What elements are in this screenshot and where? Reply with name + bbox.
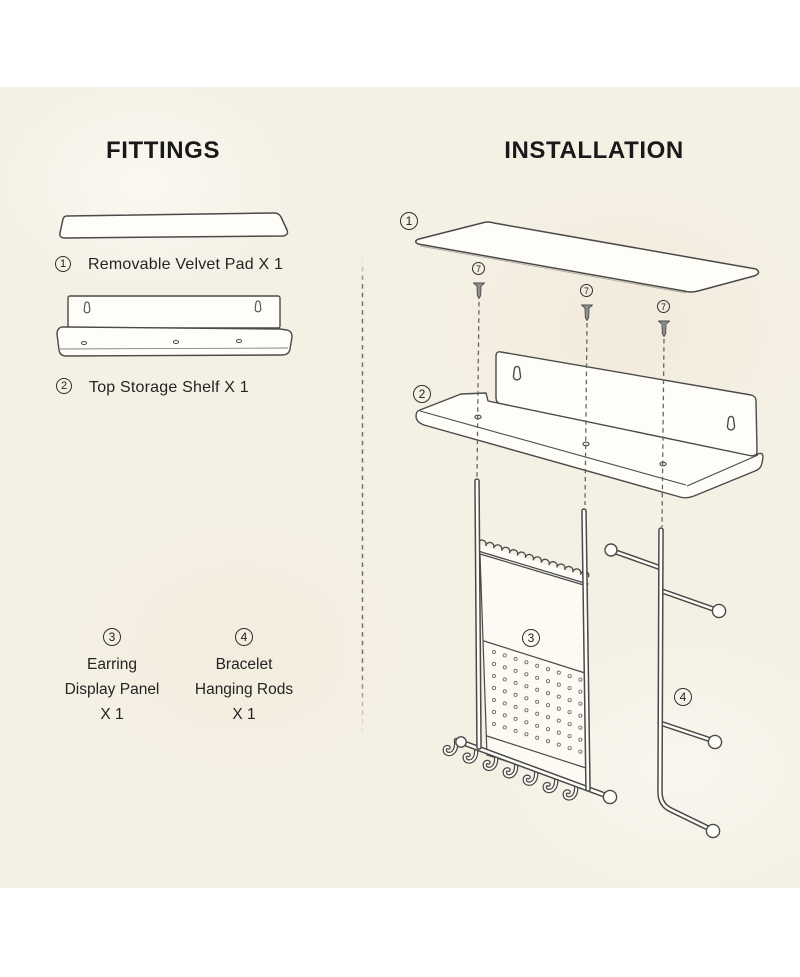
fittings-title: FITTINGS [105,137,221,164]
part-4-line-1: Bracelet [215,656,273,673]
part-3-line-2: Display Panel [64,681,160,698]
screw-callout-badge-3: 7 [657,300,670,313]
part-1-badge: 1 [55,256,71,272]
callout-4-badge: 4 [674,688,692,706]
installation-title: INSTALLATION [504,137,684,164]
part-4-badge: 4 [235,628,253,646]
part-4-line-3: X 1 [232,706,256,723]
part-3-block: 3 Earring Display Panel X 1 [37,628,187,727]
callout-3-badge: 3 [522,629,540,647]
diagram-panel [0,87,800,888]
part-3-line-3: X 1 [100,706,124,723]
part-1-label: Removable Velvet Pad X 1 [88,256,284,273]
screw-callout-badge-1: 7 [472,262,485,275]
part-3-line-1: Earring [87,656,137,673]
callout-1-badge: 1 [400,212,418,230]
callout-2-badge: 2 [413,385,431,403]
part-2-label: Top Storage Shelf X 1 [89,379,249,396]
part-2-badge: 2 [56,378,72,394]
screw-callout-badge-2: 7 [580,284,593,297]
part-3-badge: 3 [103,628,121,646]
part-4-block: 4 Bracelet Hanging Rods X 1 [169,628,319,727]
part-4-line-2: Hanging Rods [194,681,294,698]
